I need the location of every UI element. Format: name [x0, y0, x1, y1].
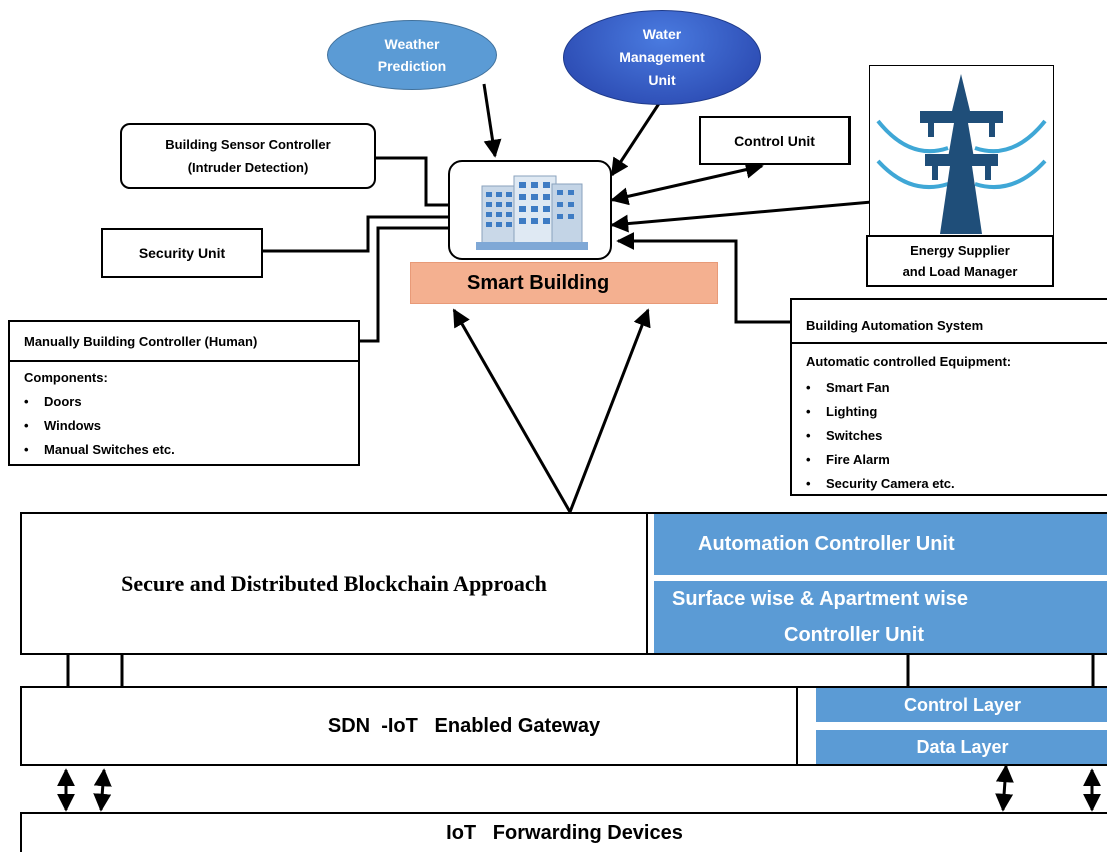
manual-building-controller: Manually Building Controller (Human) Com… — [8, 320, 360, 466]
sensor-controller-subtitle: (Intruder Detection) — [187, 160, 309, 175]
gw-fwd-arrow-3 — [995, 764, 1014, 812]
automation-controller-label: Automation Controller Unit — [698, 533, 955, 555]
gateway-label-area: SDN -IoT Enabled Gateway — [22, 688, 798, 764]
energy-supplier-box: Energy Supplier and Load Manager — [866, 235, 1054, 287]
manual-components-list: Doors Windows Manual Switches etc. — [10, 390, 358, 462]
blockchain-arrow-right — [568, 308, 651, 513]
list-item: Fire Alarm — [802, 448, 1107, 472]
building-icon — [476, 175, 588, 250]
list-item: Windows — [20, 414, 358, 438]
control-unit-arrow — [610, 160, 764, 206]
weather-arrow — [482, 83, 502, 158]
manual-components-label: Components: — [24, 370, 108, 385]
smart-building-icon-box — [448, 160, 612, 260]
water-label: Water Management Unit — [619, 26, 705, 88]
list-item: Doors — [20, 390, 358, 414]
surface-controller-unit: Surface wise & Apartment wise Controller… — [654, 581, 1107, 653]
data-layer: Data Layer — [816, 730, 1107, 764]
gw-fwd-arrow-2 — [93, 768, 112, 812]
blockchain-layer: Secure and Distributed Blockchain Approa… — [20, 512, 1107, 655]
security-link — [262, 215, 448, 253]
security-unit: Security Unit — [101, 228, 263, 278]
weather-prediction-node: Weather Prediction — [327, 20, 497, 90]
manual-link — [360, 226, 448, 343]
surface-controller-line1: Surface wise & Apartment wise — [672, 588, 969, 610]
sdn-iot-gateway-layer: SDN -IoT Enabled Gateway Control Layer D… — [20, 686, 1107, 766]
sensor-controller-title: Building Sensor Controller — [165, 137, 331, 152]
automation-link — [616, 232, 790, 324]
control-unit-label: Control Unit — [734, 132, 815, 149]
security-unit-label: Security Unit — [138, 245, 226, 261]
list-item: Manual Switches etc. — [20, 438, 358, 462]
control-layer-label: Control Layer — [903, 694, 1022, 715]
iot-forwarding-layer: IoT Forwarding Devices — [20, 812, 1107, 852]
water-arrow — [610, 101, 662, 177]
surface-controller-line2: Controller Unit — [784, 624, 924, 646]
forwarding-title: IoT Forwarding Devices — [446, 821, 683, 844]
energy-line1: Energy Supplier — [910, 243, 1010, 258]
building-automation-system: Building Automation System Automatic con… — [790, 298, 1107, 496]
control-unit: Control Unit — [699, 116, 851, 165]
automation-equipment-list: Smart Fan Lighting Switches Fire Alarm S… — [792, 376, 1107, 496]
blockchain-title: Secure and Distributed Blockchain Approa… — [121, 570, 547, 596]
blockchain-label: Secure and Distributed Blockchain Approa… — [22, 514, 648, 653]
blockchain-arrow-left — [452, 308, 572, 513]
list-item: Lighting — [802, 400, 1107, 424]
sensor-link — [376, 156, 448, 207]
control-layer: Control Layer — [816, 688, 1107, 722]
building-sensor-controller: Building Sensor Controller (Intruder Det… — [120, 123, 376, 189]
energy-line2: and Load Manager — [902, 264, 1018, 279]
automation-title: Building Automation System — [792, 300, 1107, 344]
data-layer-label: Data Layer — [916, 736, 1009, 757]
smart-building-label-box: Smart Building — [410, 262, 718, 304]
water-management-node: Water Management Unit — [563, 10, 761, 105]
power-tower-icon — [876, 74, 1047, 234]
list-item: Smart Fan — [802, 376, 1107, 400]
list-item: Switches — [802, 424, 1107, 448]
energy-image-box — [869, 65, 1054, 237]
weather-label: Weather Prediction — [377, 36, 447, 74]
gateway-title: SDN -IoT Enabled Gateway — [327, 714, 601, 737]
automation-controller-unit: Automation Controller Unit — [654, 514, 1107, 575]
manual-controller-title: Manually Building Controller (Human) — [10, 322, 358, 362]
smart-building-title: Smart Building — [467, 271, 610, 294]
list-item: Security Camera etc. — [802, 472, 1107, 496]
automation-equipment-label: Automatic controlled Equipment: — [806, 354, 1012, 369]
